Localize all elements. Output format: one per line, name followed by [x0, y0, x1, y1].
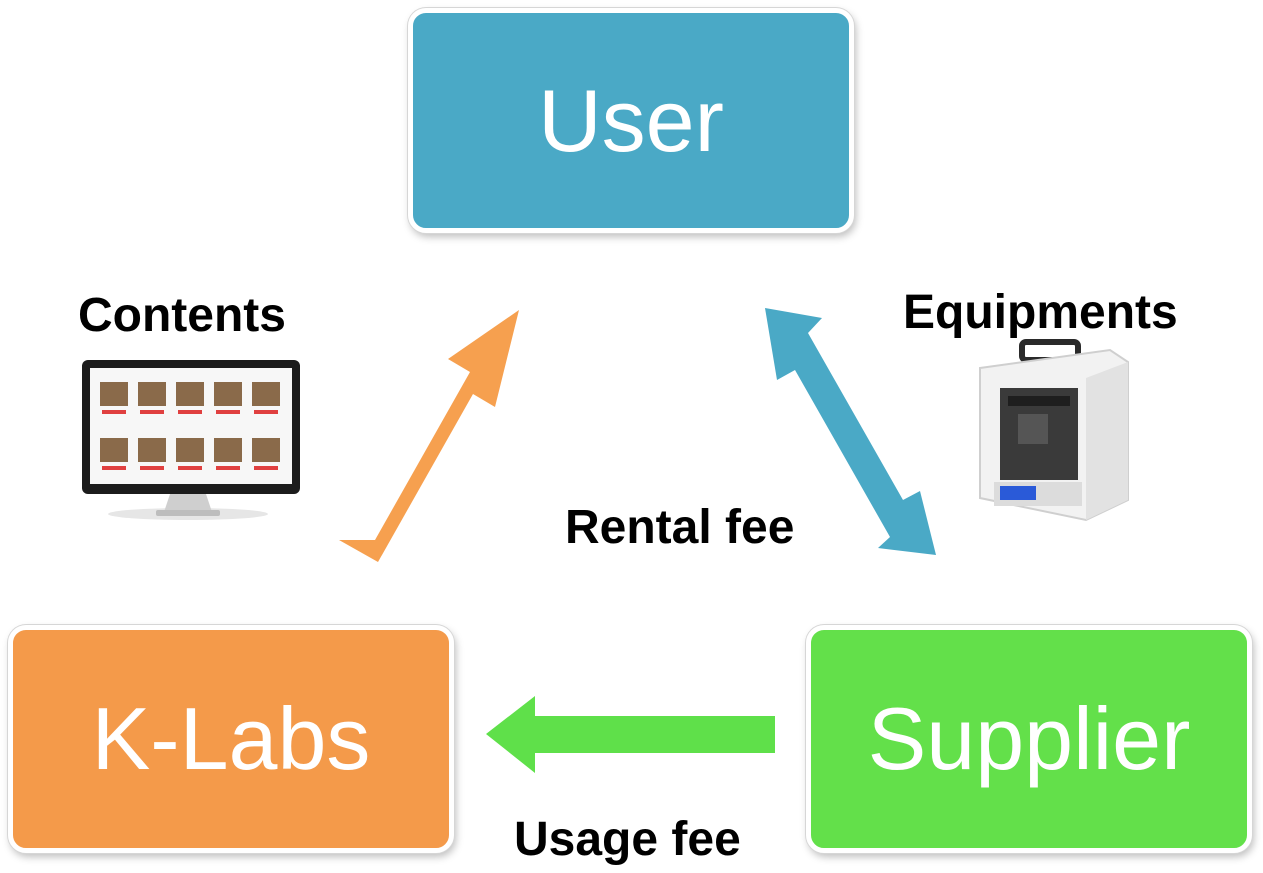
usage-fee-label: Usage fee: [514, 813, 741, 866]
klabs-label: K-Labs: [91, 689, 371, 788]
rental-fee-label: Rental fee: [565, 501, 795, 554]
equipments-label: Equipments: [903, 286, 1178, 339]
usage-fee-arrow: [486, 696, 775, 773]
monitor-icon: [82, 360, 300, 520]
contents-label: Contents: [78, 289, 286, 342]
supplier-node: Supplier: [806, 625, 1252, 853]
3d-printer-icon: [979, 339, 1129, 522]
user-node: User: [408, 8, 854, 233]
equipments-arrow: [765, 308, 936, 555]
supplier-label: Supplier: [867, 689, 1191, 788]
user-label: User: [538, 70, 724, 170]
contents-arrow: [339, 310, 519, 562]
klabs-node: K-Labs: [8, 625, 454, 853]
